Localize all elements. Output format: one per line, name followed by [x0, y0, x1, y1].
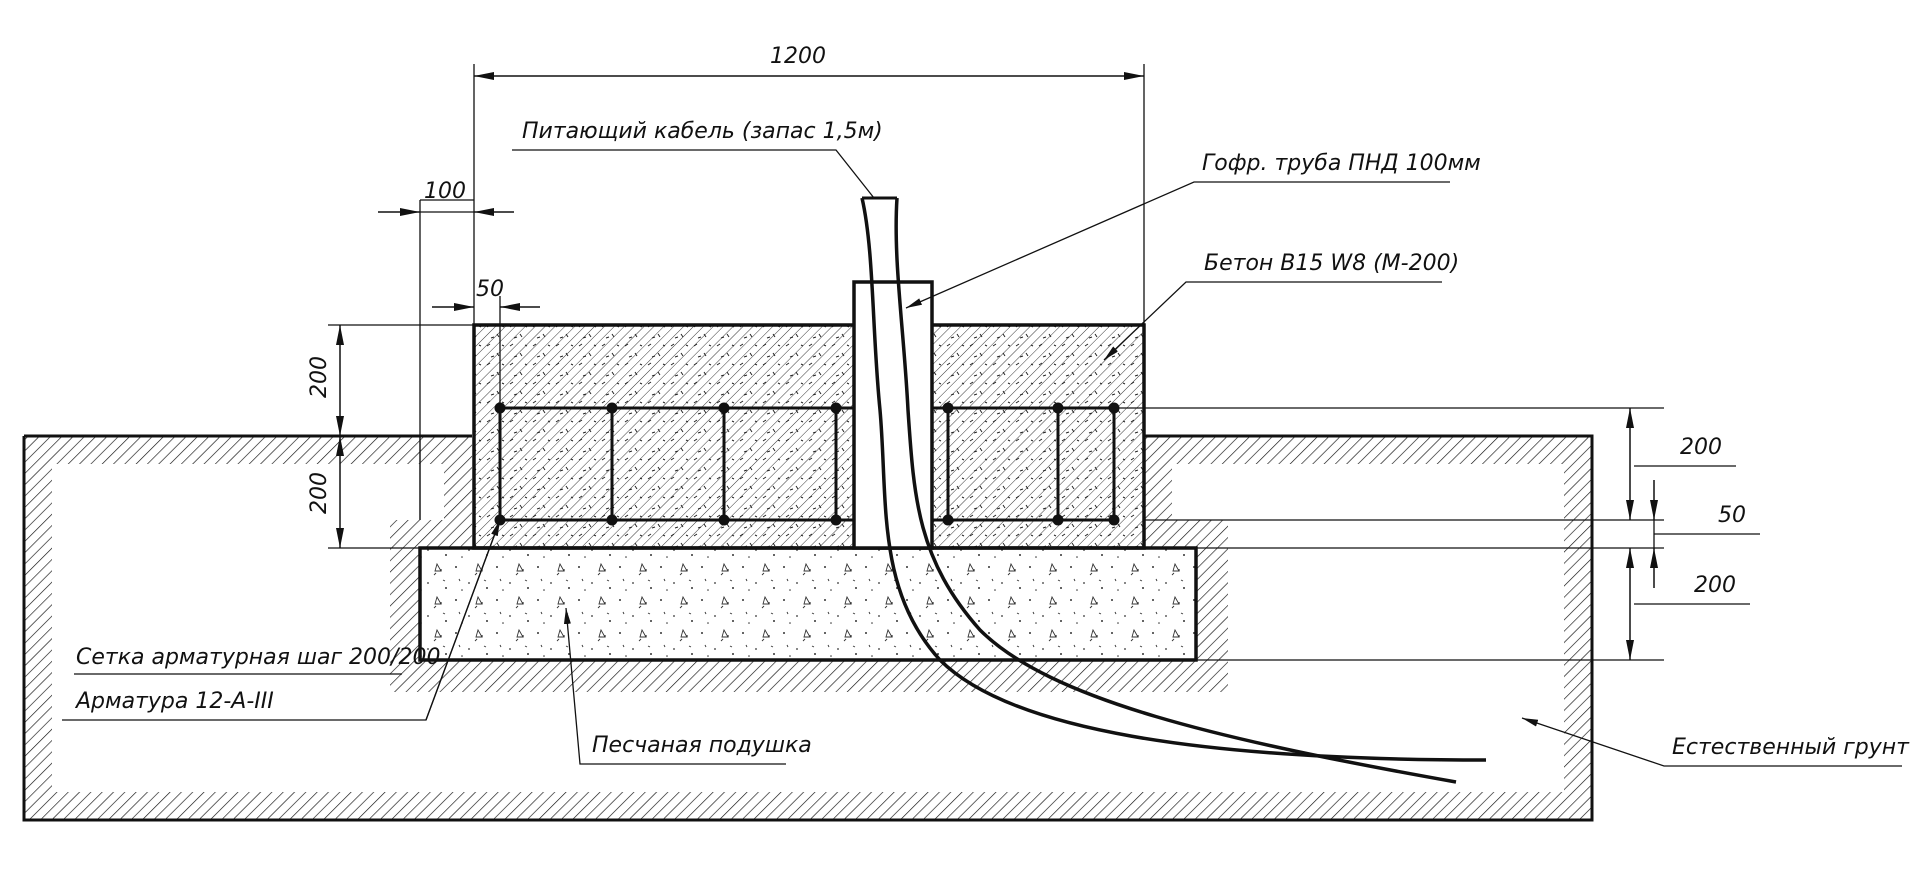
dim-left-lower-text: 200 [307, 472, 332, 514]
leader-soil: Естественный грунт [1521, 717, 1910, 767]
label-cable: Питающий кабель (запас 1,5м) [522, 119, 883, 144]
dim-right-50-text: 50 [1718, 503, 1746, 528]
power-cable [860, 196, 1487, 784]
dim-width-text: 1200 [770, 44, 826, 69]
dim-right-top-text: 200 [1680, 435, 1722, 460]
rebar-mesh [498, 406, 1116, 522]
dimension-right-stack: 200 50 200 [1626, 408, 1760, 660]
leader-concrete: Бетон В15 W8 (М-200) [1103, 251, 1459, 361]
leader-mesh-rebar: Сетка арматурная шаг 200/200 Арматура 12… [62, 519, 501, 721]
extension-lines [328, 64, 1664, 661]
sand-cushion [418, 546, 1198, 662]
leader-pipe: Гофр. труба ПНД 100мм [905, 151, 1481, 309]
dim-left-upper-text: 200 [307, 356, 332, 398]
leader-sand: Песчаная подушка [563, 607, 812, 765]
label-soil: Естественный грунт [1672, 735, 1910, 760]
dimension-offset-100: 100 [378, 179, 514, 216]
dimension-width: 1200 [474, 44, 1144, 80]
label-concrete: Бетон В15 W8 (М-200) [1204, 251, 1459, 276]
leader-cable: Питающий кабель (запас 1,5м) [512, 119, 883, 199]
dim-cover-text: 50 [476, 277, 504, 302]
label-rebar: Арматура 12-А-III [74, 689, 274, 714]
dim-offset-text: 100 [424, 179, 466, 204]
label-pipe: Гофр. труба ПНД 100мм [1202, 151, 1481, 176]
label-mesh: Сетка арматурная шаг 200/200 [76, 645, 440, 670]
dimension-cover-50: 50 [432, 277, 540, 408]
label-sand: Песчаная подушка [592, 733, 812, 758]
corrugated-pipe [852, 280, 934, 550]
dim-right-bottom-text: 200 [1694, 573, 1736, 598]
dimension-left-heights: 200 200 [307, 325, 472, 548]
concrete-block [472, 323, 1146, 550]
